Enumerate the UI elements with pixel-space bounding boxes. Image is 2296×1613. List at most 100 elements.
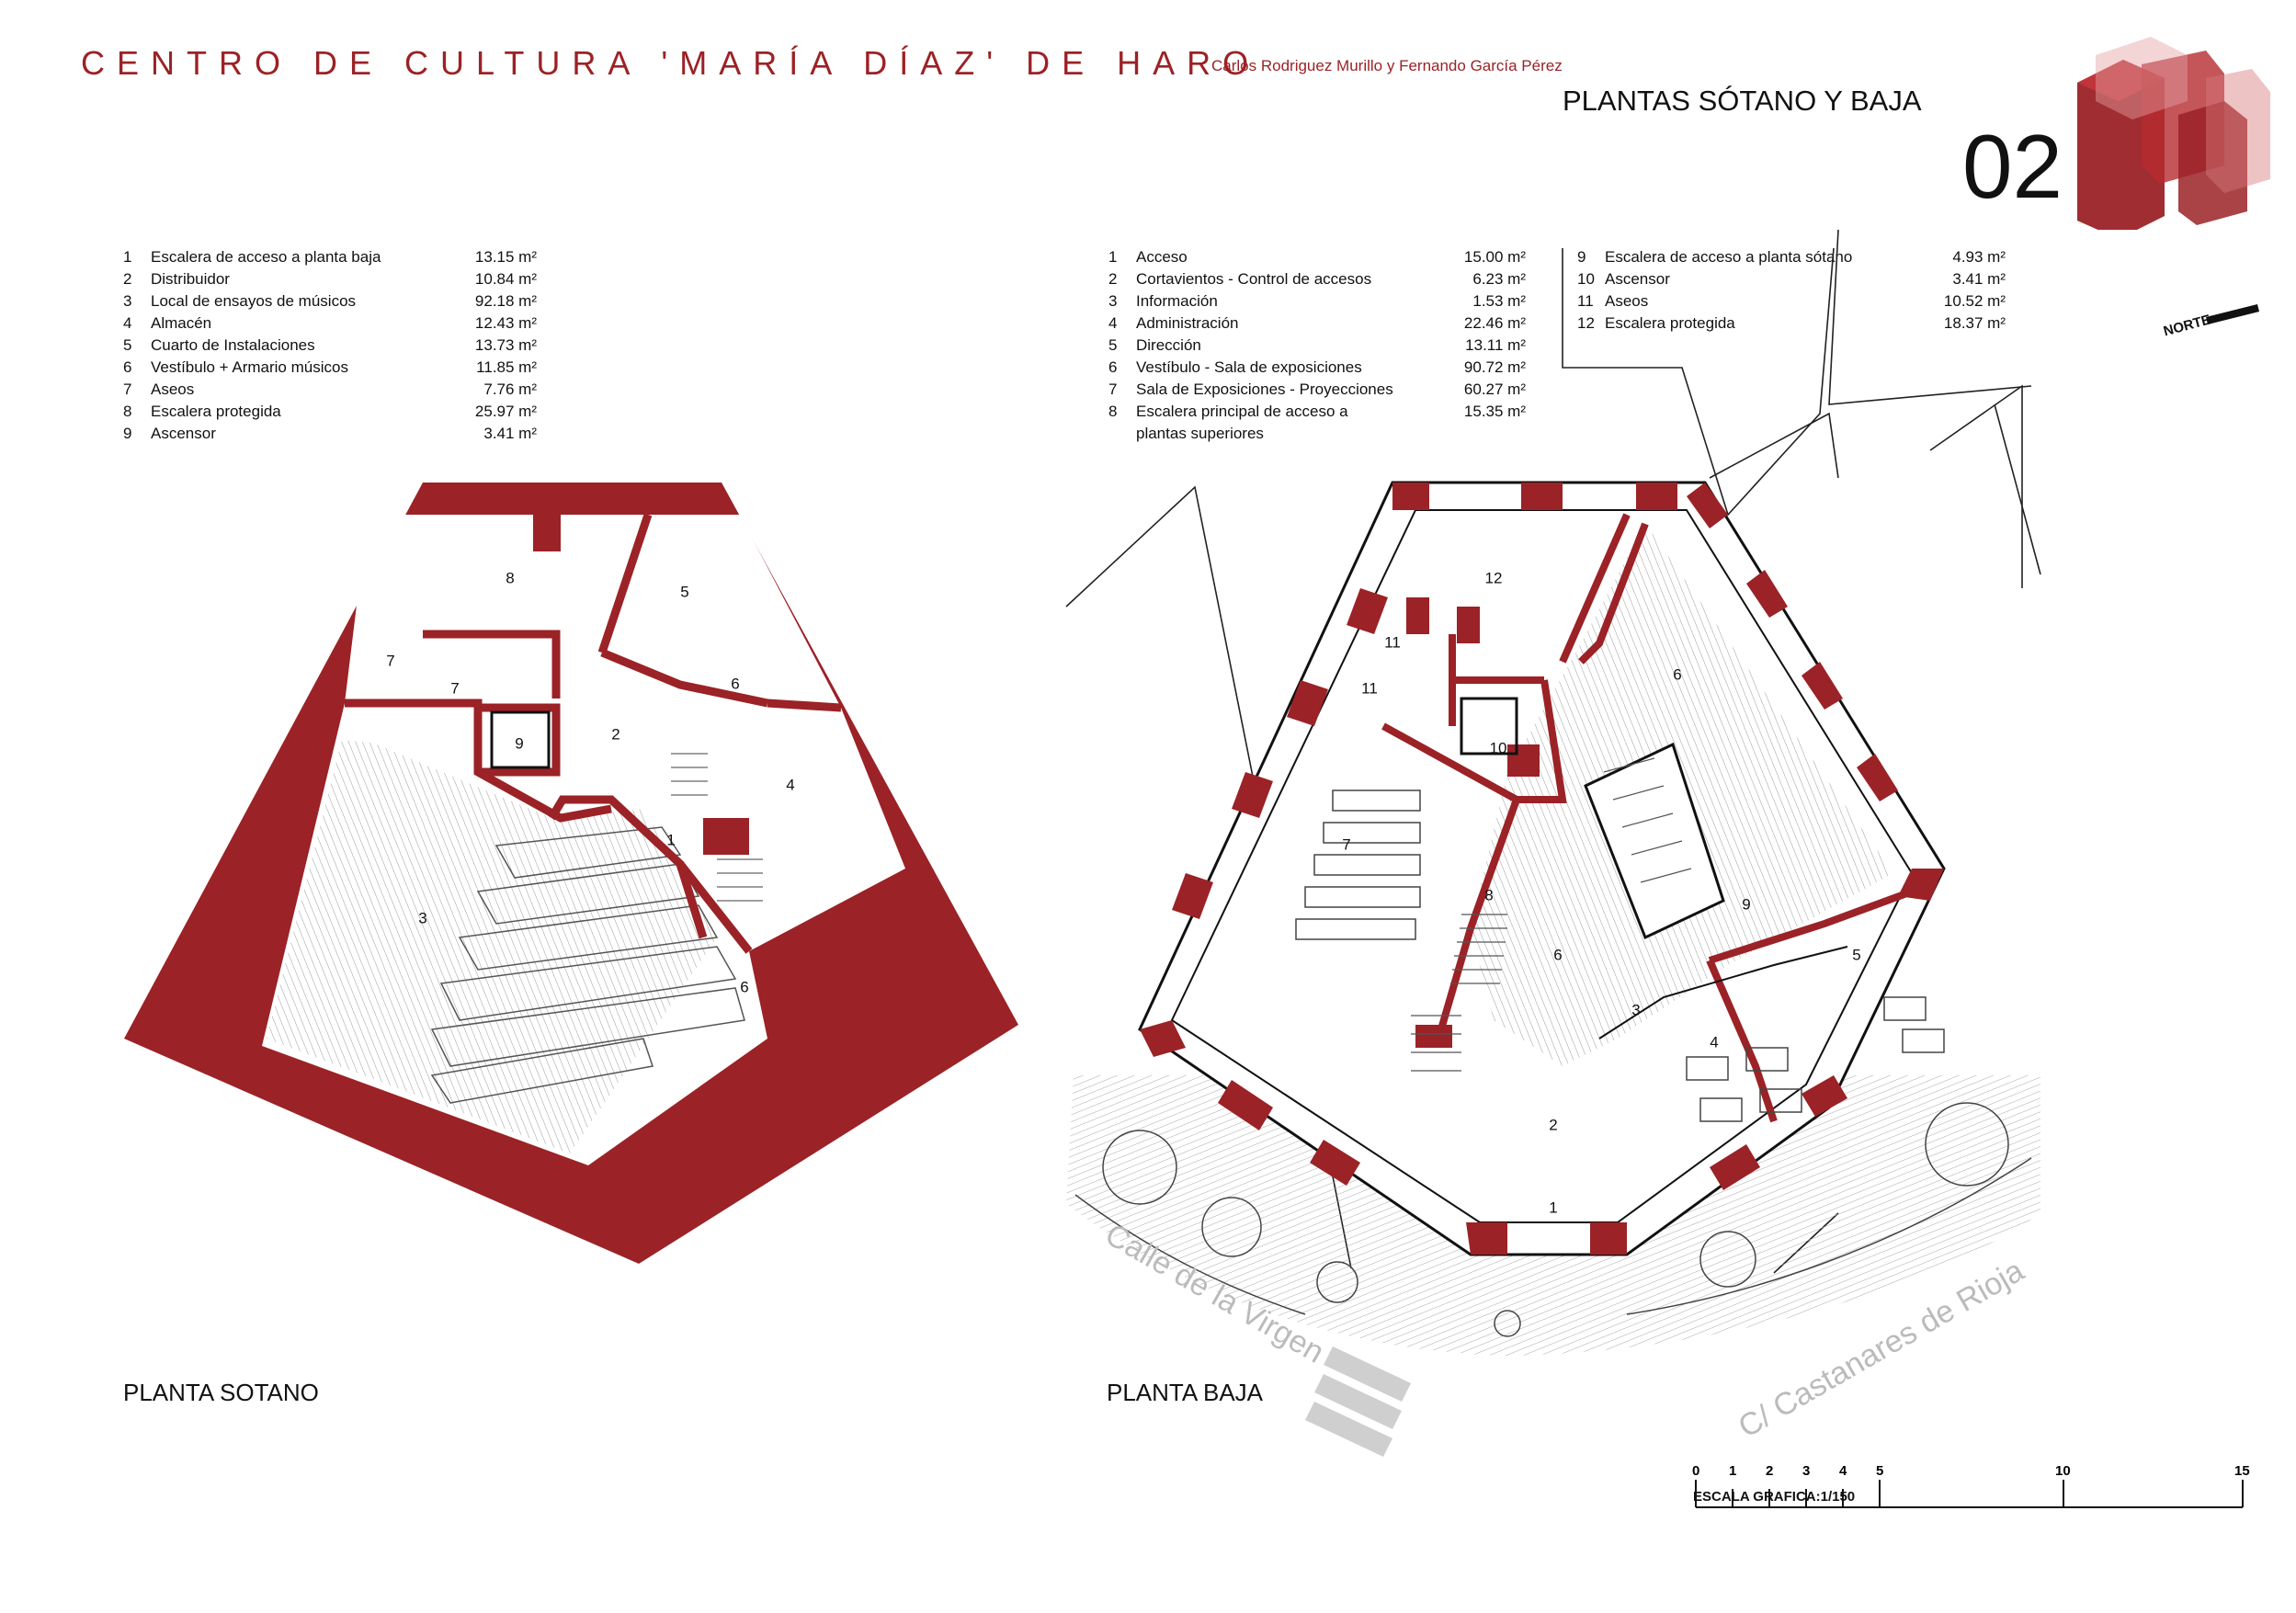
stair-void: [1584, 742, 1725, 940]
legend-name: Vestíbulo + Armario músicos: [151, 358, 348, 376]
legend-name: Ascensor: [1605, 270, 1670, 288]
legend-num: 10: [1577, 270, 1595, 288]
legend-area: 13.15 m²: [474, 248, 537, 266]
svg-text:9: 9: [515, 734, 523, 752]
building-massing-logo: [2077, 37, 2270, 230]
legend-num: 8: [123, 403, 132, 420]
legend-num: 1: [1108, 248, 1118, 266]
ground-stair-treads: [1411, 757, 1692, 1072]
legend-row: 9 Ascensor 3.41 m²: [123, 423, 537, 445]
svg-text:6: 6: [740, 978, 748, 995]
legend-num: 3: [123, 292, 132, 310]
legend-name: Ascensor: [151, 425, 216, 442]
legend-area: 3.41 m²: [1952, 270, 2006, 288]
scale-tick: 3: [1802, 1463, 1810, 1479]
legend-area: 6.23 m²: [1472, 270, 1526, 288]
legend-basement: 1 Escalera de acceso a planta baja 13.15 m…: [123, 246, 537, 445]
legend-num: 1: [123, 248, 132, 266]
ground-plan: Calle de la Virgen C/ Castanares de Rioj…: [1065, 229, 2041, 1457]
legend-area: 22.46 m²: [1463, 314, 1526, 332]
legend-area: 18.37 m²: [1943, 314, 2006, 332]
legend-name: Cuarto de Instalaciones: [151, 336, 315, 354]
legend-row: 7 Sala de Exposiciones - Proyecciones 60.2…: [1108, 379, 1526, 401]
legend-num: 6: [1108, 358, 1118, 376]
legend-name: Aseos: [1605, 292, 1649, 310]
scale-tick: 0: [1692, 1463, 1699, 1479]
legend-row: plantas superiores: [1108, 423, 1526, 445]
legend-num: 2: [1108, 270, 1118, 288]
svg-text:8: 8: [506, 569, 514, 586]
exhibition-seats: [1295, 789, 1421, 940]
scale-label: ESCALA GRAFICA:1/150: [1693, 1489, 1856, 1505]
legend-row: 10 Ascensor 3.41 m²: [1577, 268, 2006, 290]
crosswalk: [1305, 1346, 1411, 1457]
legend-name: Escalera de acceso a planta baja: [151, 248, 381, 266]
main-title: CENTRO DE CULTURA 'MARÍA DÍAZ' DE HARO: [81, 44, 1261, 82]
basement-plan-label: PLANTA SOTANO: [123, 1379, 319, 1406]
ground-plan-label: PLANTA BAJA: [1107, 1379, 1264, 1406]
legend-num: 2: [123, 270, 132, 288]
legend-name: Vestíbulo - Sala de exposiciones: [1136, 358, 1362, 376]
sheet-number: 02: [1962, 116, 2063, 217]
legend-area: 4.93 m²: [1952, 248, 2006, 266]
ground-internal-walls: [1381, 513, 1914, 1123]
svg-text:1: 1: [666, 831, 675, 848]
legend-num: 7: [1108, 381, 1118, 398]
scale-tick: 5: [1876, 1463, 1883, 1479]
svg-text:8: 8: [1484, 886, 1493, 903]
trees: [1102, 1102, 2009, 1337]
basement-plan: 1 2 3 4 5 6 6 7 7 8 9: [124, 483, 1018, 1264]
scale-tick: 4: [1839, 1463, 1847, 1479]
svg-text:7: 7: [450, 679, 459, 697]
basement-room-numbers: 1 2 3 4 5 6 6 7 7 8 9: [386, 569, 794, 995]
legend-name: Información: [1136, 292, 1218, 310]
legend-num: 7: [123, 381, 132, 398]
legend-area: 7.76 m²: [483, 381, 537, 398]
legend-num: 4: [1108, 314, 1118, 332]
scale-bar: [1695, 1480, 2244, 1508]
rehearsal-room-floor: [267, 740, 717, 1153]
legend-name: Local de ensayos de músicos: [151, 292, 357, 310]
legend-name: Escalera protegida: [1605, 314, 1735, 332]
authors: Carlos Rodriguez Murillo y Fernando Garc…: [1211, 57, 1563, 74]
legend-area: 1.53 m²: [1472, 292, 1526, 310]
legend-num: 9: [1577, 248, 1586, 266]
svg-text:4: 4: [786, 776, 794, 793]
legend-row: 7 Aseos 7.76 m²: [123, 379, 537, 401]
legend-name: Sala de Exposiciones - Proyecciones: [1136, 381, 1393, 398]
svg-text:3: 3: [1631, 1001, 1640, 1018]
ground-room-numbers: 1 2 3 4 5 6 6 7 8 9 10 11 11 12: [1342, 569, 1860, 1216]
basement-internal-walls: [345, 513, 842, 954]
legend-area: 3.41 m²: [483, 425, 537, 442]
basement-stair-landing: [703, 818, 749, 855]
legend-name: Distribuidor: [151, 270, 230, 288]
svg-text:7: 7: [1342, 835, 1350, 853]
legend-area: 60.27 m²: [1463, 381, 1526, 398]
legend-num: 9: [123, 425, 132, 442]
scale-tick: 1: [1729, 1463, 1736, 1479]
svg-text:1: 1: [1549, 1198, 1557, 1216]
legend-area: 90.72 m²: [1463, 358, 1526, 376]
north-arrow-icon: [2206, 304, 2259, 324]
scale-tick: 10: [2055, 1463, 2071, 1479]
svg-text:4: 4: [1710, 1033, 1718, 1051]
legend-name: Escalera principal de acceso a: [1136, 403, 1348, 420]
svg-text:6: 6: [731, 675, 739, 692]
basement-stair-block: [533, 515, 561, 551]
legend-num: 11: [1577, 292, 1594, 310]
legend-area: 13.11 m²: [1465, 336, 1526, 354]
legend-name: Aseos: [151, 381, 195, 398]
